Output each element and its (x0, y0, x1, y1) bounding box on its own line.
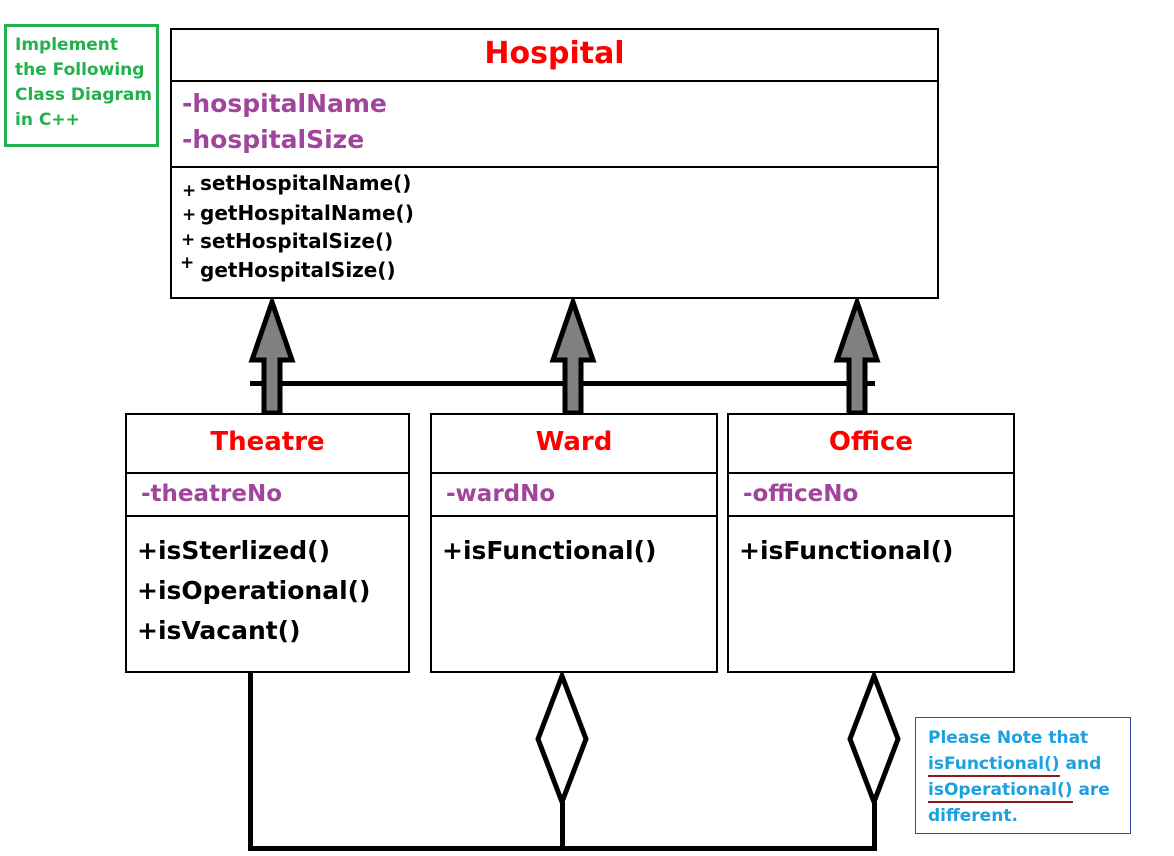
instruction-note: Implement the Following Class Diagram in… (4, 24, 159, 147)
attribute-office-no: -officeNo (743, 481, 859, 507)
class-name-hospital: Hospital (484, 36, 625, 71)
note-line-1: Please Note that (928, 725, 1130, 751)
attribute-hospital-size: -hospitalSize (182, 125, 365, 154)
method-ward-is-functional: +isFunctional() (442, 536, 657, 565)
method-office-is-functional: +isFunctional() (739, 536, 954, 565)
note-text-is-functional: isFunctional() (928, 754, 1060, 777)
class-attributes-section-theatre: -theatreNo (127, 472, 408, 515)
instruction-line-4: in C++ (15, 110, 80, 130)
method-name-set-hospital-size: setHospitalSize() (200, 229, 394, 253)
class-name-ward: Ward (535, 427, 613, 457)
instruction-line-2: the Following (15, 60, 145, 80)
generalization-arrow-office (833, 294, 881, 416)
generalization-arrow-theatre (248, 294, 296, 416)
note-text-is-operational: isOperational() (928, 780, 1073, 803)
method-row-set-hospital-name: + setHospitalName() (172, 171, 937, 201)
note-text-1: Please Note that (928, 728, 1089, 748)
class-attributes-section-ward: -wardNo (432, 472, 716, 515)
class-attributes-section-hospital: -hospitalName -hospitalSize (172, 80, 937, 166)
class-box-ward[interactable]: Ward -wardNo +isFunctional() (430, 413, 718, 673)
aggregation-diamond-ward (535, 668, 589, 810)
note-line-3: isOperational() are (928, 777, 1130, 803)
attribute-hospital-name: -hospitalName (182, 89, 387, 118)
class-methods-section-office: +isFunctional() (729, 515, 1013, 571)
class-name-theatre: Theatre (210, 427, 325, 457)
class-box-hospital[interactable]: Hospital -hospitalName -hospitalSize + s… (170, 28, 939, 299)
method-is-operational: +isOperational() (137, 576, 371, 605)
generalization-bus-line (250, 381, 875, 386)
note-line-2: isFunctional() and (928, 751, 1130, 777)
class-title-section-hospital: Hospital (172, 30, 937, 80)
class-methods-section-ward: +isFunctional() (432, 515, 716, 571)
method-row-get-hospital-name: + getHospitalName() (172, 201, 937, 228)
class-name-office: Office (828, 427, 914, 457)
attribute-theatre-no: -theatreNo (141, 481, 283, 507)
instruction-line-3: Class Diagram (15, 85, 153, 105)
note-text-are: are (1072, 780, 1110, 800)
class-box-theatre[interactable]: Theatre -theatreNo +isSterlized() +isOpe… (125, 413, 410, 673)
note-text-and: and (1059, 754, 1102, 774)
instruction-line-1: Implement (15, 35, 119, 55)
visibility-public-3: + (181, 230, 196, 250)
method-row-get-hospital-size: + getHospitalSize() (172, 253, 937, 282)
class-title-section-ward: Ward (432, 415, 716, 472)
note-line-4: different. (928, 803, 1130, 829)
class-attributes-section-office: -officeNo (729, 472, 1013, 515)
visibility-public-1: + (182, 181, 197, 201)
class-box-office[interactable]: Office -officeNo +isFunctional() (727, 413, 1015, 673)
class-title-section-office: Office (729, 415, 1013, 472)
aggregation-stem-theatre (248, 673, 253, 849)
class-methods-section-theatre: +isSterlized() +isOperational() +isVacan… (127, 515, 408, 651)
method-is-vacant: +isVacant() (137, 616, 301, 645)
note-text-different: different. (928, 806, 1018, 826)
generalization-arrow-ward (549, 294, 597, 416)
explanatory-note: Please Note that isFunctional() and isOp… (915, 717, 1131, 834)
visibility-public-4: + (180, 253, 195, 273)
method-row-set-hospital-size: + setHospitalSize() (172, 228, 937, 255)
aggregation-diamond-office (847, 668, 901, 810)
method-name-get-hospital-name: getHospitalName() (200, 201, 414, 225)
method-is-sterlized: +isSterlized() (137, 536, 331, 565)
class-methods-section-hospital: + setHospitalName() + getHospitalName() … (172, 166, 937, 297)
method-name-set-hospital-name: setHospitalName() (200, 171, 412, 195)
attribute-ward-no: -wardNo (446, 481, 556, 507)
aggregation-stem-office (872, 802, 877, 850)
aggregation-stem-ward (560, 802, 565, 850)
visibility-public-2: + (182, 205, 197, 225)
class-title-section-theatre: Theatre (127, 415, 408, 472)
method-name-get-hospital-size: getHospitalSize() (200, 258, 396, 282)
